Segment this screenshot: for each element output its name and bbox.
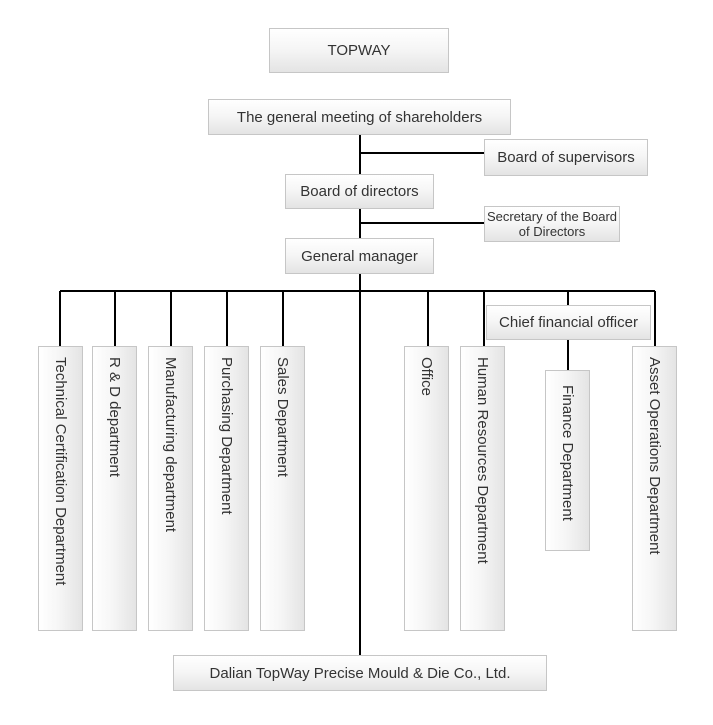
office-label: Office (418, 357, 435, 396)
technical-certification-box: Technical Certification Department (38, 346, 83, 631)
sales-box: Sales Department (260, 346, 305, 631)
shareholders-meeting-label: The general meeting of shareholders (236, 108, 483, 126)
cfo-box: Chief financial officer (486, 305, 651, 340)
secretary-label: Secretary of the Board of Directors (486, 209, 618, 239)
shareholders-meeting-box: The general meeting of shareholders (208, 99, 511, 135)
board-of-supervisors-box: Board of supervisors (484, 139, 648, 176)
rnd-box: R & D department (92, 346, 137, 631)
topway-label: TOPWAY (327, 42, 391, 59)
general-manager-box: General manager (285, 238, 434, 274)
human-resources-box: Human Resources Department (460, 346, 505, 631)
secretary-box: Secretary of the Board of Directors (484, 206, 620, 242)
purchasing-box: Purchasing Department (204, 346, 249, 631)
board-of-supervisors-label: Board of supervisors (497, 149, 635, 166)
topway-box: TOPWAY (269, 28, 449, 73)
sales-label: Sales Department (274, 357, 291, 478)
finance-box: Finance Department (545, 370, 590, 551)
finance-label: Finance Department (559, 385, 576, 521)
cfo-label: Chief financial officer (499, 314, 638, 331)
company-name-label: Dalian TopWay Precise Mould & Die Co., L… (209, 664, 511, 682)
rnd-label: R & D department (106, 357, 123, 478)
human-resources-label: Human Resources Department (474, 357, 491, 564)
board-of-directors-box: Board of directors (285, 174, 434, 209)
purchasing-label: Purchasing Department (218, 357, 235, 515)
manufacturing-box: Manufacturing department (148, 346, 193, 631)
general-manager-label: General manager (301, 247, 418, 265)
board-of-directors-label: Board of directors (300, 183, 419, 200)
asset-operations-label: Asset Operations Department (646, 357, 663, 555)
company-name-box: Dalian TopWay Precise Mould & Die Co., L… (173, 655, 547, 691)
office-box: Office (404, 346, 449, 631)
manufacturing-label: Manufacturing department (162, 357, 179, 533)
technical-certification-label: Technical Certification Department (52, 357, 69, 586)
asset-operations-box: Asset Operations Department (632, 346, 677, 631)
